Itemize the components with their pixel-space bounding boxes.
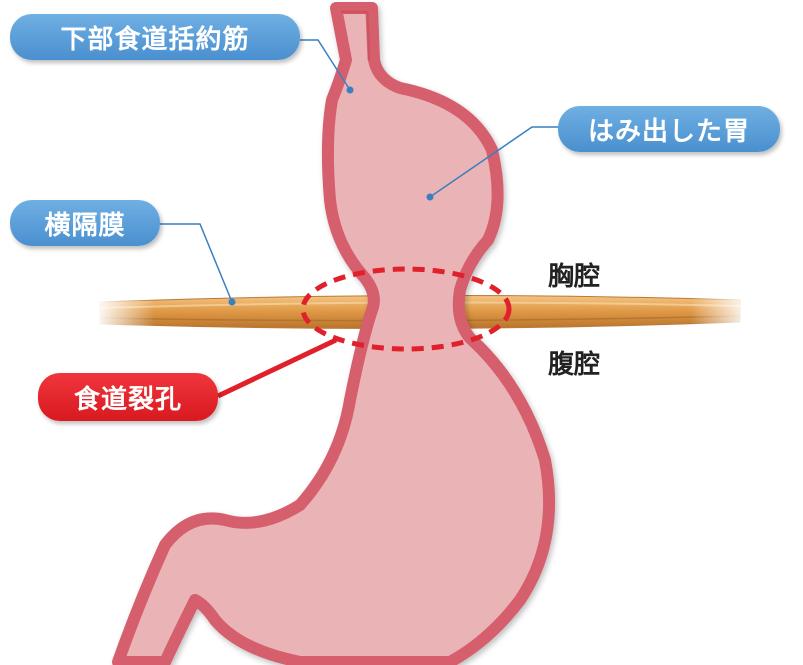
label-herniated-stomach: はみ出した胃 — [558, 106, 780, 152]
pointer-dot-stomach — [427, 194, 434, 201]
pointer-dot-diaphragm — [229, 299, 236, 306]
label-diaphragm: 横隔膜 — [10, 200, 160, 246]
leader-line-diaphragm — [160, 224, 232, 302]
pointer-dot-sphincter — [347, 87, 354, 94]
stomach — [118, 8, 549, 662]
label-lower-esophageal-sphincter: 下部食道括約筋 — [10, 14, 300, 60]
label-abdominal-cavity: 腹腔 — [548, 344, 600, 381]
leader-line-hiatus — [218, 340, 336, 396]
label-esophageal-hiatus: 食道裂孔 — [38, 373, 218, 421]
label-thoracic-cavity: 胸腔 — [548, 256, 600, 293]
